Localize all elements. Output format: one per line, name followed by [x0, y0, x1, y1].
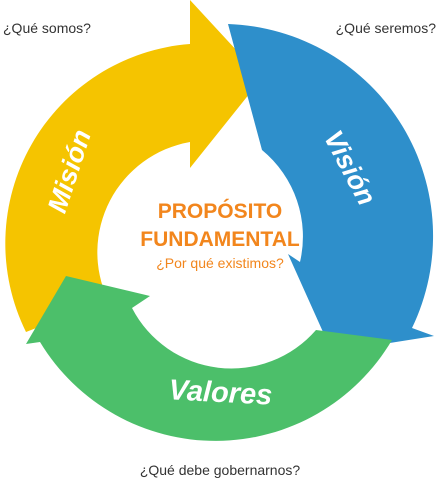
- valores-label: Valores: [168, 374, 273, 411]
- vision-question: ¿Qué seremos?: [335, 20, 436, 36]
- vision-arrow: [228, 24, 434, 352]
- mision-question: ¿Qué somos?: [3, 20, 91, 36]
- center-subtitle: ¿Por qué existimos?: [156, 255, 284, 271]
- valores-question: ¿Qué debe gobernarnos?: [139, 462, 301, 478]
- mision-arrow: [5, 0, 262, 332]
- center-title-line1: PROPÓSITO: [158, 199, 282, 223]
- center-title-line2: FUNDAMENTAL: [140, 228, 300, 251]
- valores-arrow: [26, 276, 392, 441]
